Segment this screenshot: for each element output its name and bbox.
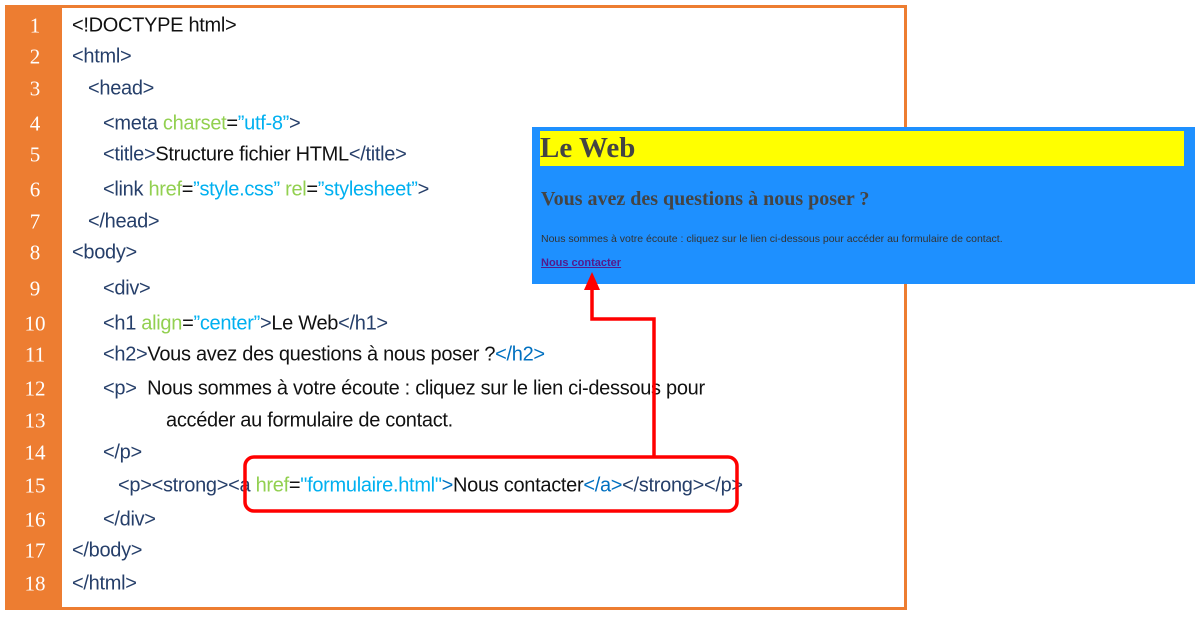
code-token-txt: = xyxy=(181,178,194,201)
code-token-tag: </html> xyxy=(72,572,137,595)
line-number: 13 xyxy=(24,408,46,433)
code-line: <title>Structure fichier HTML</title> xyxy=(103,143,407,167)
code-token-txt: = xyxy=(182,312,194,335)
preview-contact-link[interactable]: Nous contacter xyxy=(541,257,622,269)
code-token-tag: </div> xyxy=(103,508,156,531)
code-line: <body> xyxy=(72,242,137,265)
line-number: 4 xyxy=(29,111,41,136)
code-token-val: ”center” xyxy=(193,312,260,335)
code-line: <h1 align=”center”>Le Web</h1> xyxy=(103,313,388,336)
code-token-tag: > xyxy=(289,112,301,135)
code-token-tag: > xyxy=(417,178,430,201)
code-token-tag: </body> xyxy=(72,539,143,562)
line-number: 3 xyxy=(29,76,41,101)
code-line: </div> xyxy=(103,509,156,532)
line-number: 18 xyxy=(24,571,46,596)
code-token-val: ”stylesheet” xyxy=(317,178,418,201)
line-number: 11 xyxy=(24,342,46,367)
code-token-txt: Nous contacter xyxy=(453,474,584,497)
code-token-ctag: </a> xyxy=(583,474,623,497)
connector-line xyxy=(590,287,656,457)
preview-paragraph: Nous sommes à votre écoute : cliquez sur… xyxy=(541,233,1003,245)
code-line: <p><strong><a href="formulaire.html">Nou… xyxy=(118,475,743,498)
line-number: 6 xyxy=(29,177,41,202)
preview-heading-2: Vous avez des questions à nous poser ? xyxy=(541,188,870,210)
code-token-val: "formulaire.html" xyxy=(300,474,442,497)
line-number: 10 xyxy=(24,311,46,336)
code-line: <meta charset=”utf-8”> xyxy=(103,112,301,136)
line-number: 5 xyxy=(29,142,41,167)
code-line: </html> xyxy=(72,573,137,596)
code-token-tag: <h2> xyxy=(103,343,148,366)
code-line: <link href=”style.css” rel=”stylesheet”> xyxy=(103,179,429,202)
code-token-attr: rel xyxy=(285,178,307,201)
code-token-tag: > xyxy=(259,312,272,335)
highlight-box xyxy=(243,455,739,513)
code-token-txt: accéder au formulaire de contact. xyxy=(166,409,453,432)
preview-heading-1: Le Web xyxy=(540,131,1184,166)
code-token-tag: <p> xyxy=(103,377,137,400)
code-token-ctag: > xyxy=(441,474,454,497)
code-token-tag: <p><strong> xyxy=(118,474,229,497)
code-token-txt: <!DOCTYPE html> xyxy=(72,14,237,37)
code-token-tag: </p> xyxy=(103,441,142,464)
code-line: <head> xyxy=(88,78,154,101)
code-token-tag: </h1> xyxy=(338,312,388,335)
code-token-txt: = xyxy=(288,474,301,497)
line-number: 1 xyxy=(29,13,41,38)
code-line: <h2>Vous avez des questions à nous poser… xyxy=(103,344,545,367)
code-line: accéder au formulaire de contact. xyxy=(166,410,453,433)
code-token-attr: href xyxy=(255,474,290,497)
browser-preview: Le Web Vous avez des questions à nous po… xyxy=(532,127,1195,284)
code-token-txt: Le Web xyxy=(271,312,339,335)
code-token-tag: <head> xyxy=(88,77,155,100)
code-token-tag: <link xyxy=(103,178,149,201)
line-number: 8 xyxy=(29,240,41,265)
arrow-head-icon xyxy=(584,272,600,290)
code-token-tag: <html> xyxy=(72,45,132,68)
code-token-tag: <meta xyxy=(103,112,163,135)
code-token-attr: align xyxy=(141,312,183,335)
line-number: 17 xyxy=(24,538,46,563)
code-line: </p> xyxy=(103,442,142,465)
code-token-tag: <title> xyxy=(103,143,156,166)
code-token-txt: Nous sommes à votre écoute : cliquez sur… xyxy=(136,377,705,400)
code-line: <div> xyxy=(103,277,151,301)
code-token-val: ”style.css” xyxy=(193,178,286,201)
code-token-tag: <h1 xyxy=(103,312,142,335)
code-token-tag: <div> xyxy=(103,277,151,300)
line-number: 16 xyxy=(24,507,46,532)
code-token-attr: charset xyxy=(162,112,227,135)
code-line: <!DOCTYPE html> xyxy=(72,14,237,38)
code-token-tag: </strong></p> xyxy=(622,474,743,497)
code-token-txt: = xyxy=(306,178,318,201)
code-token-txt: = xyxy=(226,112,238,135)
code-token-tag: <body> xyxy=(72,241,137,264)
code-token-tag: </title> xyxy=(348,143,407,166)
code-line: <p> Nous sommes à votre écoute : cliquez… xyxy=(103,378,705,401)
code-token-tag: </head> xyxy=(88,210,160,233)
code-token-attr: href xyxy=(148,178,182,201)
line-number: 12 xyxy=(24,376,46,401)
line-number: 9 xyxy=(29,276,41,301)
line-number: 15 xyxy=(24,473,46,498)
code-line: </body> xyxy=(72,540,142,563)
code-token-txt: Vous avez des questions à nous poser ? xyxy=(147,343,496,366)
code-line: <html> xyxy=(72,45,132,69)
code-token-txt: Structure fichier HTML xyxy=(155,143,349,166)
code-line: </head> xyxy=(88,210,160,234)
line-number: 2 xyxy=(29,44,41,69)
line-number: 7 xyxy=(29,209,41,234)
code-token-val: ”utf-8” xyxy=(237,112,290,135)
line-number: 14 xyxy=(24,440,46,465)
code-token-ctag: </h2> xyxy=(495,343,545,366)
